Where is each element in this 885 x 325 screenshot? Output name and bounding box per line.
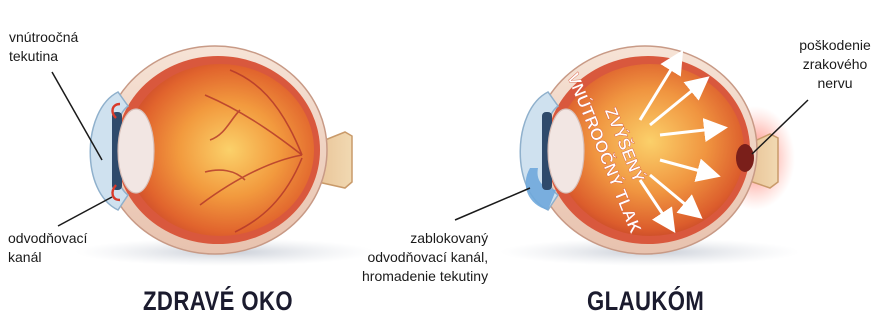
damaged-nerve-head <box>736 144 754 172</box>
label-drainage-channel: odvodňovací kanál <box>8 229 87 267</box>
label-blocked-channel: zablokovaný odvodňovací kanál, hromadeni… <box>362 229 488 286</box>
leader-line-blocked <box>455 188 530 220</box>
glaucoma-eye-illustration <box>500 46 800 266</box>
label-intraocular-fluid: vnútroočná tekutina <box>9 28 78 66</box>
leader-line-fluid <box>52 72 102 160</box>
healthy-lens <box>118 109 154 193</box>
leader-line-drain <box>58 197 112 226</box>
label-optic-nerve-damage: poškodenie zrakového nervu <box>793 36 877 93</box>
healthy-eye-illustration <box>75 46 375 266</box>
glaucoma-lens <box>548 109 584 193</box>
caption-healthy-eye: ZDRAVÉ OKO <box>143 286 293 317</box>
caption-glaucoma: GLAUKÓM <box>587 286 704 317</box>
